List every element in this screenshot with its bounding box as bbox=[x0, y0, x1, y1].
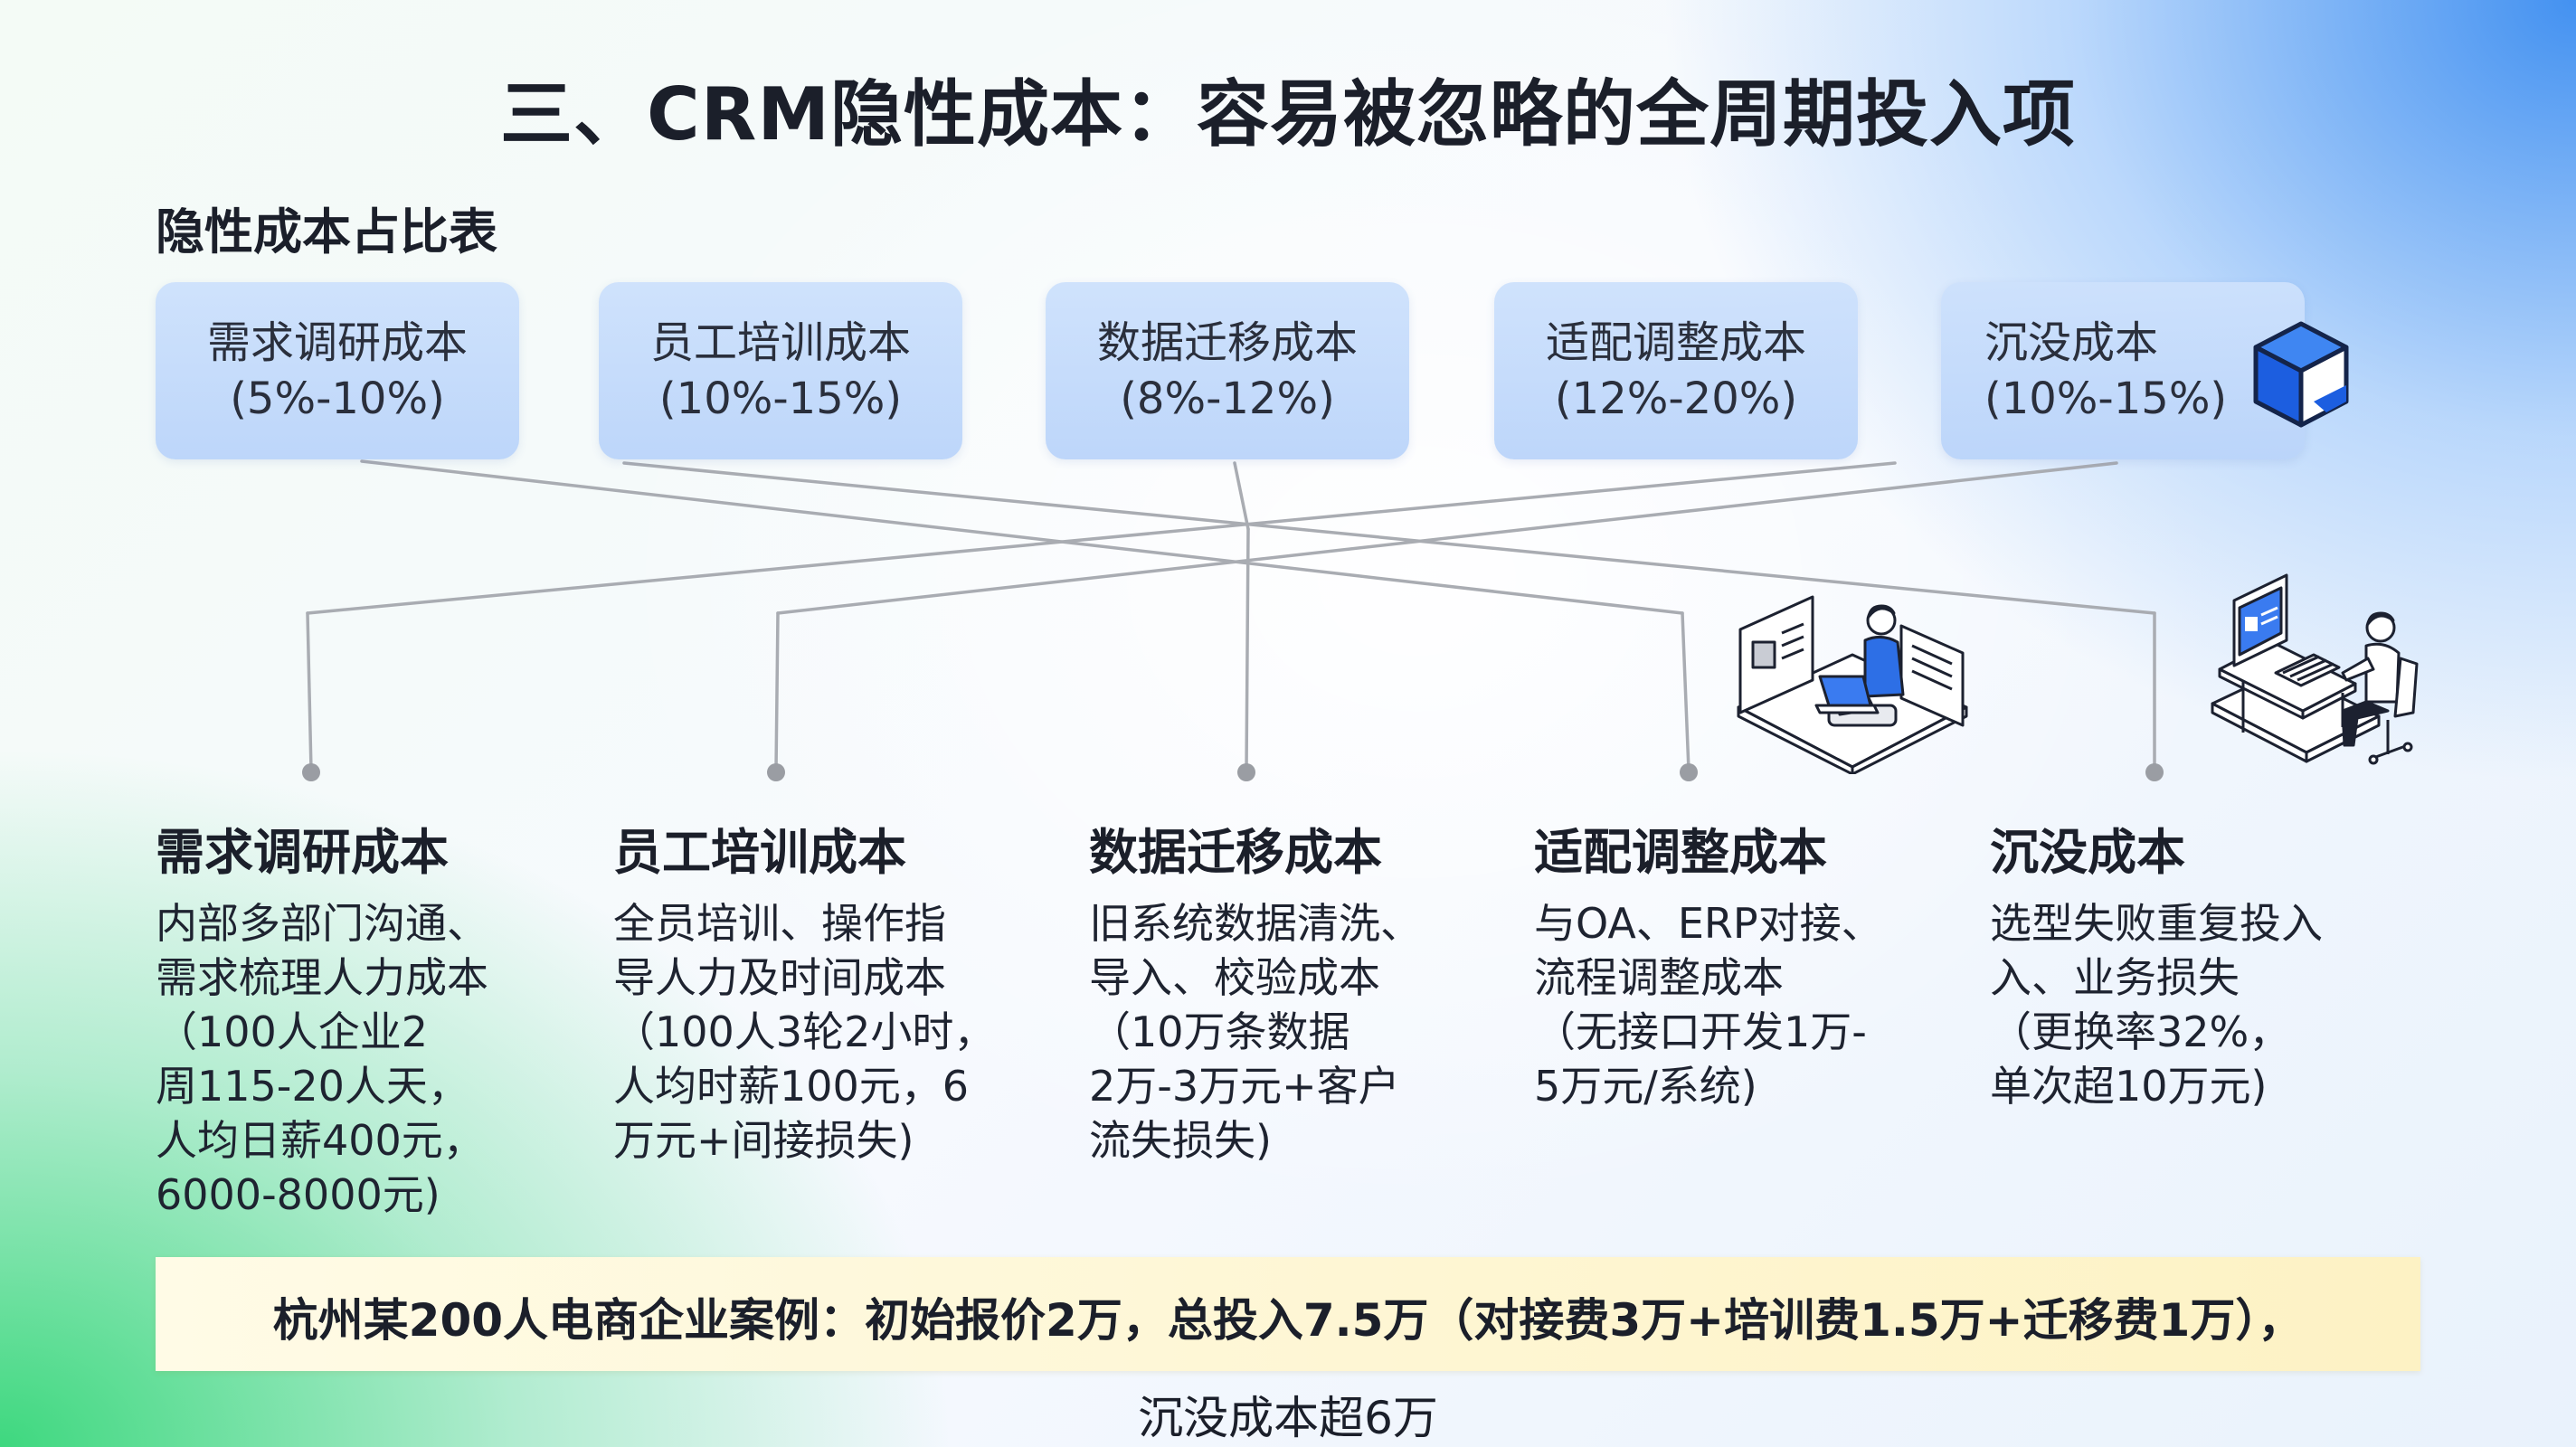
card-research-cost: 需求调研成本 (5%-10%) bbox=[156, 282, 519, 459]
connector-line bbox=[306, 461, 1897, 615]
detail-line: 流程调整成本 bbox=[1534, 953, 1784, 1002]
card-training-cost: 员工培训成本 (10%-15%) bbox=[599, 282, 962, 459]
detail-body: 全员培训、操作指 导人力及时间成本 （100人3轮2小时， 人均时薪100元，6… bbox=[613, 896, 996, 1168]
laptop-worker-illustration bbox=[1737, 595, 1968, 774]
detail-line: 入、业务损失 bbox=[1990, 953, 2240, 1002]
connector-line bbox=[774, 611, 780, 772]
detail-body: 与OA、ERP对接、 流程调整成本 （无接口开发1万- 5万元/系统) bbox=[1534, 896, 1914, 1113]
connector-dot bbox=[302, 763, 320, 781]
connector-dot bbox=[1237, 763, 1255, 781]
connector-dot bbox=[767, 763, 785, 781]
detail-line: 选型失败重复投入 bbox=[1990, 899, 2323, 948]
desk-worker-illustration bbox=[2211, 573, 2419, 765]
detail-migration-cost: 数据迁移成本 旧系统数据清洗、 导入、校验成本 （10万条数据 2万-3万元+客… bbox=[1089, 812, 1469, 1168]
detail-body: 旧系统数据清洗、 导入、校验成本 （10万条数据 2万-3万元+客户 流失损失) bbox=[1089, 896, 1469, 1168]
card-range: (8%-12%) bbox=[1120, 374, 1335, 424]
detail-training-cost: 员工培训成本 全员培训、操作指 导人力及时间成本 （100人3轮2小时， 人均时… bbox=[613, 812, 996, 1168]
case-banner-text: 杭州某200人电商企业案例：初始报价2万，总投入7.5万（对接费3万+培训费1.… bbox=[272, 1294, 2304, 1347]
detail-adaptation-cost: 适配调整成本 与OA、ERP对接、 流程调整成本 （无接口开发1万- 5万元/系… bbox=[1534, 812, 1914, 1113]
detail-sunk-cost: 沉没成本 选型失败重复投入 入、业务损失 （更换率32%， 单次超10万元) bbox=[1990, 812, 2370, 1113]
detail-line: （10万条数据 bbox=[1089, 1007, 1350, 1056]
detail-title: 数据迁移成本 bbox=[1089, 824, 1382, 881]
connector-line bbox=[776, 461, 2118, 615]
detail-title: 沉没成本 bbox=[1990, 824, 2185, 881]
detail-line: （100人3轮2小时， bbox=[613, 1007, 996, 1056]
detail-line: 导人力及时间成本 bbox=[613, 953, 946, 1002]
card-range: (12%-20%) bbox=[1554, 374, 1798, 424]
card-label: 适配调整成本 bbox=[1545, 317, 1806, 368]
card-range: (5%-10%) bbox=[230, 374, 445, 424]
card-adaptation-cost: 适配调整成本 (12%-20%) bbox=[1494, 282, 1858, 459]
connector-line bbox=[1233, 461, 1250, 531]
detail-title: 需求调研成本 bbox=[156, 824, 449, 881]
detail-research-cost: 需求调研成本 内部多部门沟通、 需求梳理人力成本 （100人企业2 周115-2… bbox=[156, 812, 535, 1222]
card-label: 数据迁移成本 bbox=[1096, 317, 1358, 368]
connector-line bbox=[360, 459, 1684, 615]
detail-line: 5万元/系统) bbox=[1534, 1062, 1757, 1111]
detail-line: 周115-20人天， bbox=[156, 1062, 469, 1111]
connector-line bbox=[306, 611, 313, 772]
detail-body: 内部多部门沟通、 需求梳理人力成本 （100人企业2 周115-20人天， 人均… bbox=[156, 896, 535, 1222]
detail-line: 旧系统数据清洗、 bbox=[1089, 899, 1422, 948]
detail-line: 导入、校验成本 bbox=[1089, 953, 1380, 1002]
detail-line: 人均日薪400元， bbox=[156, 1116, 485, 1165]
detail-line: 6000-8000元) bbox=[156, 1170, 440, 1219]
section-subtitle: 隐性成本占比表 bbox=[156, 203, 497, 260]
connector-line bbox=[1245, 527, 1250, 772]
detail-title: 员工培训成本 bbox=[613, 824, 906, 881]
detail-line: 单次超10万元) bbox=[1990, 1062, 2268, 1111]
case-banner-text-continued: 沉没成本超6万 bbox=[1138, 1392, 1438, 1444]
detail-line: 需求梳理人力成本 bbox=[156, 953, 488, 1002]
detail-line: （更换率32%， bbox=[1990, 1007, 2291, 1056]
case-banner bbox=[156, 1257, 2420, 1371]
card-label: 员工培训成本 bbox=[649, 317, 911, 368]
card-label: 沉没成本 bbox=[1984, 317, 2159, 368]
detail-line: 万元+间接损失) bbox=[613, 1116, 914, 1165]
connector-line bbox=[1681, 611, 1690, 772]
detail-title: 适配调整成本 bbox=[1534, 824, 1827, 881]
detail-body: 选型失败重复投入 入、业务损失 （更换率32%， 单次超10万元) bbox=[1990, 896, 2370, 1113]
detail-line: 全员培训、操作指 bbox=[613, 899, 946, 948]
detail-line: 2万-3万元+客户 bbox=[1089, 1062, 1400, 1111]
card-range: (10%-15%) bbox=[1984, 374, 2228, 424]
detail-line: 与OA、ERP对接、 bbox=[1534, 899, 1883, 948]
detail-line: 流失损失) bbox=[1089, 1116, 1272, 1165]
connector-dot bbox=[1680, 763, 1698, 781]
connector-line bbox=[622, 461, 2156, 615]
detail-line: （100人企业2 bbox=[156, 1007, 429, 1056]
page-title: 三、CRM隐性成本：容易被忽略的全周期投入项 bbox=[500, 72, 2076, 156]
detail-line: 内部多部门沟通、 bbox=[156, 899, 488, 948]
card-range: (10%-15%) bbox=[658, 374, 903, 424]
card-migration-cost: 数据迁移成本 (8%-12%) bbox=[1046, 282, 1409, 459]
connector-dot bbox=[2145, 763, 2164, 781]
detail-line: （无接口开发1万- bbox=[1534, 1007, 1867, 1056]
card-label: 需求调研成本 bbox=[206, 317, 468, 368]
detail-line: 人均时薪100元，6 bbox=[613, 1062, 970, 1111]
cube-icon bbox=[2253, 321, 2349, 428]
card-sunk-cost: 沉没成本 (10%-15%) bbox=[1941, 282, 2305, 459]
